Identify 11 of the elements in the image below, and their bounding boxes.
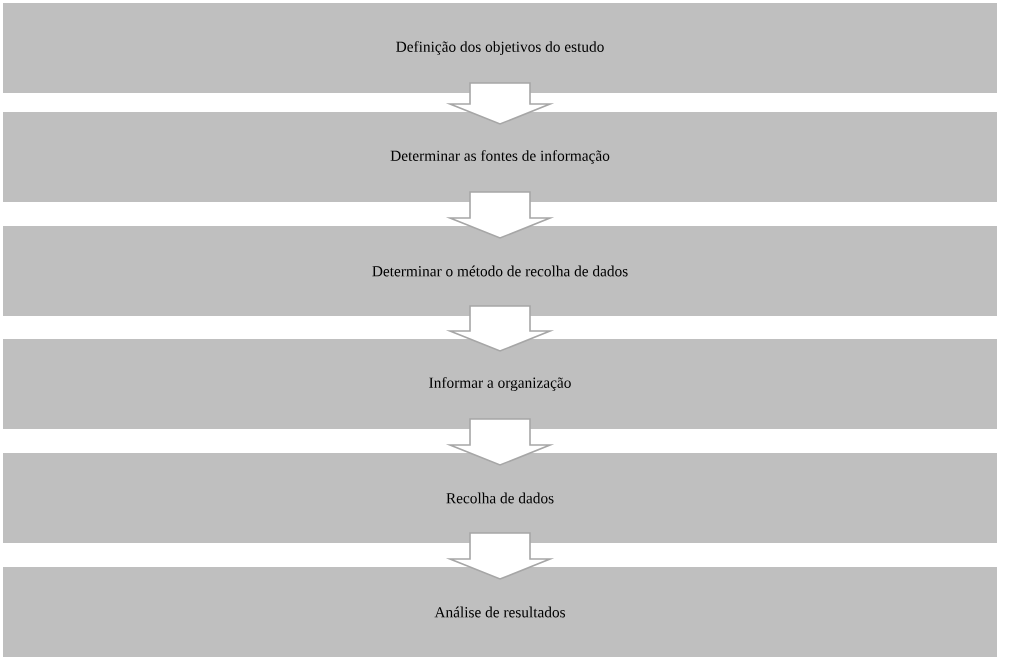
chevron-arrow [445, 191, 555, 239]
chevron-arrow [445, 418, 555, 466]
chevron-arrow [445, 305, 555, 352]
chevron-arrow [445, 82, 555, 125]
process-box: Análise de resultados [1, 565, 999, 659]
chevron-arrow [445, 532, 555, 580]
process-box: Informar a organização [1, 337, 999, 431]
process-box: Definição dos objetivos do estudo [1, 1, 999, 95]
process-box: Determinar o método de recolha de dados [1, 224, 999, 318]
process-box: Determinar as fontes de informação [1, 110, 999, 204]
process-box: Recolha de dados [1, 451, 999, 545]
